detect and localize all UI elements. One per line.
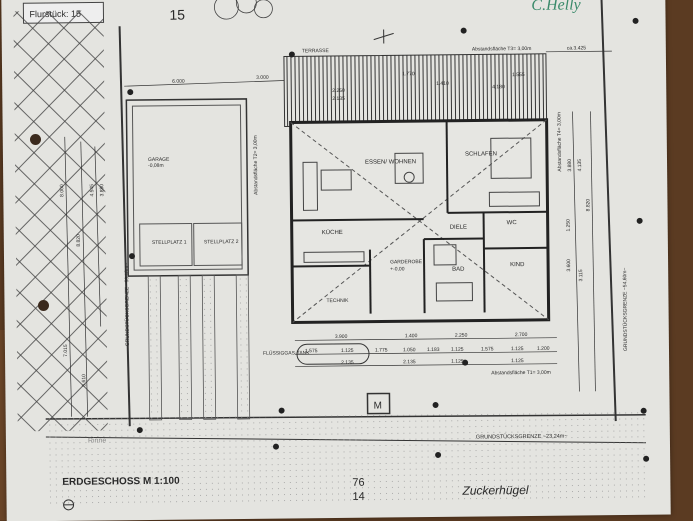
svg-text:4.135: 4.135 (577, 159, 583, 172)
north-arrow-icon (374, 29, 394, 43)
punch-hole (30, 134, 41, 145)
boundary-bottom-label: GRUNDSTÜCKSGRENZE ~23,24m~ (476, 433, 568, 441)
svg-text:6.000: 6.000 (172, 79, 185, 85)
garage (126, 99, 248, 276)
punch-hole (38, 300, 49, 311)
bedroom-label: SCHLAFEN (465, 151, 497, 157)
svg-text:8.820: 8.820 (76, 234, 82, 247)
svg-text:1.200: 1.200 (537, 346, 550, 352)
svg-text:3.115: 3.115 (578, 269, 584, 281)
svg-text:3.900: 3.900 (335, 334, 348, 340)
svg-text:2.700: 2.700 (515, 332, 528, 338)
street-area (46, 411, 647, 507)
svg-text:Abstandsfläche T4= 3,00m: Abstandsfläche T4= 3,00m (557, 112, 564, 172)
svg-text:1.770: 1.770 (402, 71, 415, 77)
svg-text:1.125: 1.125 (511, 346, 524, 352)
svg-text:2.250: 2.250 (332, 88, 345, 94)
tree-symbol (214, 0, 272, 19)
svg-text:ca.3.425: ca.3.425 (567, 45, 586, 51)
boundary-line-right (601, 0, 616, 421)
svg-text:1.183: 1.183 (427, 347, 440, 353)
gutter-label: Rinne (88, 437, 106, 444)
svg-text:2.135: 2.135 (332, 96, 345, 102)
svg-text:1.125: 1.125 (341, 348, 354, 354)
svg-text:3.880: 3.880 (99, 184, 105, 197)
svg-text:1.410: 1.410 (436, 81, 449, 87)
svg-text:Abstandsfläche T3= 3,00m: Abstandsfläche T3= 3,00m (472, 46, 532, 53)
plan-title: ERDGESCHOSS M 1:100 (62, 476, 180, 488)
svg-text:5.610: 5.610 (81, 374, 87, 387)
svg-text:4.545: 4.545 (89, 184, 95, 197)
hall-label: DIELE (450, 225, 467, 231)
boundary-left-label: GRUNDSTÜCKSGRENZE ~53,18m~ (123, 263, 131, 347)
parcel-fraction-bottom: 14 (352, 491, 364, 503)
wardrobe-label: GARDEROBE (390, 259, 423, 265)
svg-text:7.015: 7.015 (63, 344, 69, 357)
boundary-right-label: GRUNDSTÜCKSGRENZE ~54,60m~ (621, 268, 629, 352)
driveway (148, 275, 250, 420)
living-room-label: ESSEN/ WOHNEN (365, 159, 416, 166)
svg-text:Abstandsfläche T1= 3,00m: Abstandsfläche T1= 3,00m (491, 370, 551, 377)
svg-text:3.000: 3.000 (256, 75, 269, 81)
svg-text:1.575: 1.575 (305, 348, 318, 354)
wc-label: WC (507, 220, 518, 226)
street-name: Zuckerhügel (461, 483, 529, 498)
floor-plan: Flurstück: 15 15 C.Helly GARAGE -0,08m S… (1, 0, 670, 521)
signature: C.Helly (531, 0, 581, 14)
svg-text:1.555: 1.555 (512, 72, 525, 78)
svg-text:3.880: 3.880 (567, 159, 573, 172)
svg-text:2.135: 2.135 (341, 360, 354, 366)
floor-plan-sheet: Flurstück: 15 15 C.Helly GARAGE -0,08m S… (1, 0, 670, 521)
svg-text:4.180: 4.180 (492, 84, 505, 90)
svg-text:M: M (374, 401, 382, 412)
svg-text:1.125: 1.125 (511, 358, 524, 364)
terrace-label: TERRASSE (302, 48, 330, 54)
svg-text:2.135: 2.135 (403, 359, 416, 365)
parcel-fraction-top: 76 (352, 477, 364, 489)
svg-text:8.000: 8.000 (59, 184, 65, 197)
gas-tank-label: FLÜSSIGGAS-TANK (263, 349, 310, 356)
svg-text:Abstandsfläche T2= 3,00m: Abstandsfläche T2= 3,00m (253, 135, 260, 195)
bath-label: BAD (452, 267, 465, 273)
svg-text:-0,08m: -0,08m (148, 163, 164, 169)
svg-text:1.575: 1.575 (481, 346, 494, 352)
svg-text:1.125: 1.125 (451, 359, 464, 365)
svg-text:1.050: 1.050 (403, 347, 416, 353)
svg-text:3.600: 3.600 (566, 259, 572, 272)
svg-text:1.400: 1.400 (405, 333, 418, 339)
svg-text:1.250: 1.250 (566, 219, 572, 232)
svg-text:+-0,00: +-0,00 (390, 266, 405, 272)
parking-2-label: STELLPLATZ 2 (204, 239, 239, 245)
parcel-number: 15 (169, 7, 185, 23)
svg-text:8.820: 8.820 (585, 199, 591, 212)
kitchen-label: KÜCHE (322, 229, 343, 236)
terrace (284, 54, 547, 127)
svg-text:1.775: 1.775 (375, 347, 388, 353)
parking-1-label: STELLPLATZ 1 (152, 240, 187, 246)
child-room-label: KIND (510, 262, 525, 268)
technik-label: TECHNIK (326, 298, 349, 304)
svg-text:1.125: 1.125 (451, 347, 464, 353)
svg-text:2.250: 2.250 (455, 333, 468, 339)
